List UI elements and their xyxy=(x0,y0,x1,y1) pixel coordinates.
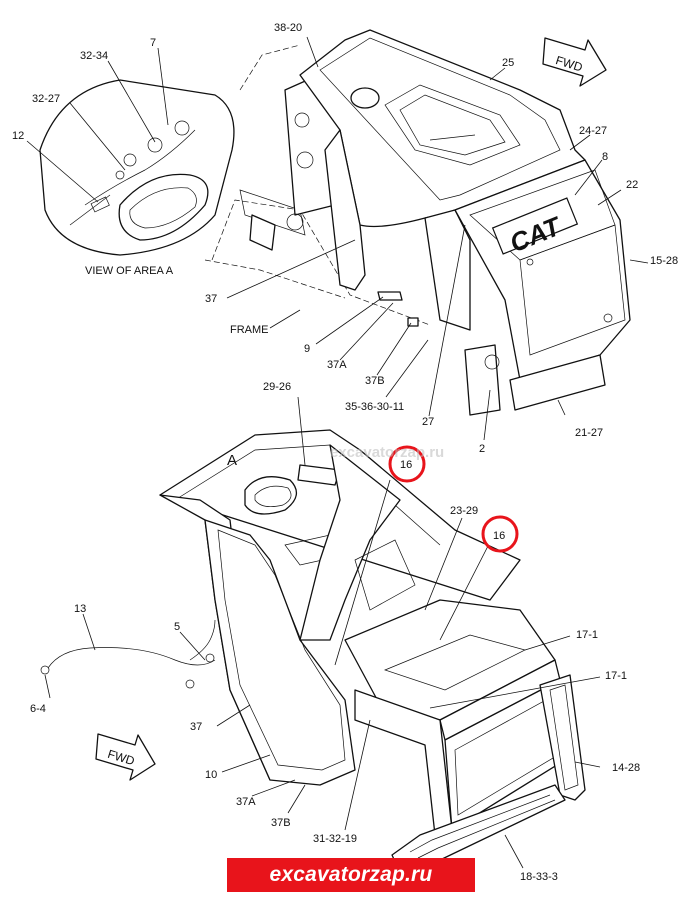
callout-label: 7 xyxy=(150,37,156,49)
highlight-circle-16b xyxy=(481,515,519,553)
callout-label: 9 xyxy=(304,343,310,355)
callout-label: 14-28 xyxy=(612,762,640,774)
callout-label: 32-27 xyxy=(32,93,60,105)
frame-label: FRAME xyxy=(230,324,269,336)
detail-view-caption: VIEW OF AREA A xyxy=(85,265,174,277)
callout-label: 17-1 xyxy=(576,629,598,641)
callout-label: 37A xyxy=(327,359,347,371)
top-assembly-view: CAT xyxy=(204,29,631,416)
callout-label: 31-32-19 xyxy=(313,833,357,845)
callout-label: 38-20 xyxy=(274,22,302,34)
callout-label: 10 xyxy=(205,769,217,781)
callout-label: 32-34 xyxy=(80,50,108,62)
callout-label: 37A xyxy=(236,796,256,808)
callout-label: 37B xyxy=(271,817,291,829)
callout-label: 5 xyxy=(174,621,180,633)
area-marker: A xyxy=(227,452,237,469)
callout-label: 21-27 xyxy=(575,427,603,439)
callout-label: 37 xyxy=(190,721,202,733)
callout-label: 13 xyxy=(74,603,86,615)
callout-labels: 7 32-34 32-27 12 VIEW OF AREA A 38-20 25… xyxy=(12,22,678,883)
callout-label: 17-1 xyxy=(605,670,627,682)
watermark-banner-text: excavatorzap.ru xyxy=(269,863,433,886)
watermark-faint: excavatorzap.ru xyxy=(330,444,444,461)
callout-label: 24-27 xyxy=(579,125,607,137)
watermark-banner: excavatorzap.ru xyxy=(227,858,475,892)
fwd-arrow-top: FWD xyxy=(542,37,607,87)
callout-label-highlight: 16 xyxy=(493,530,505,542)
callout-label: 2 xyxy=(479,443,485,455)
callout-label: 29-26 xyxy=(263,381,291,393)
bottom-assembly-view xyxy=(40,429,586,869)
callout-label: 27 xyxy=(422,416,434,428)
callout-label: 37 xyxy=(205,293,217,305)
detail-view-area-a xyxy=(39,79,235,256)
callout-label: 6-4 xyxy=(30,703,46,715)
fwd-arrow-bottom: FWD xyxy=(95,733,156,781)
callout-label: 37B xyxy=(365,375,385,387)
highlight-circle-16a xyxy=(388,445,426,483)
callout-label-highlight: 16 xyxy=(400,459,412,471)
callout-label: 12 xyxy=(12,130,24,142)
callout-label: 22 xyxy=(626,179,638,191)
callout-label: 35-36-30-11 xyxy=(345,401,404,413)
callout-label: 23-29 xyxy=(450,505,478,517)
callout-label: 8 xyxy=(602,151,608,163)
leader-lines xyxy=(26,36,649,869)
callout-label: 15-28 xyxy=(650,255,678,267)
callout-label: 25 xyxy=(502,57,514,69)
callout-label: 18-33-3 xyxy=(520,871,558,883)
